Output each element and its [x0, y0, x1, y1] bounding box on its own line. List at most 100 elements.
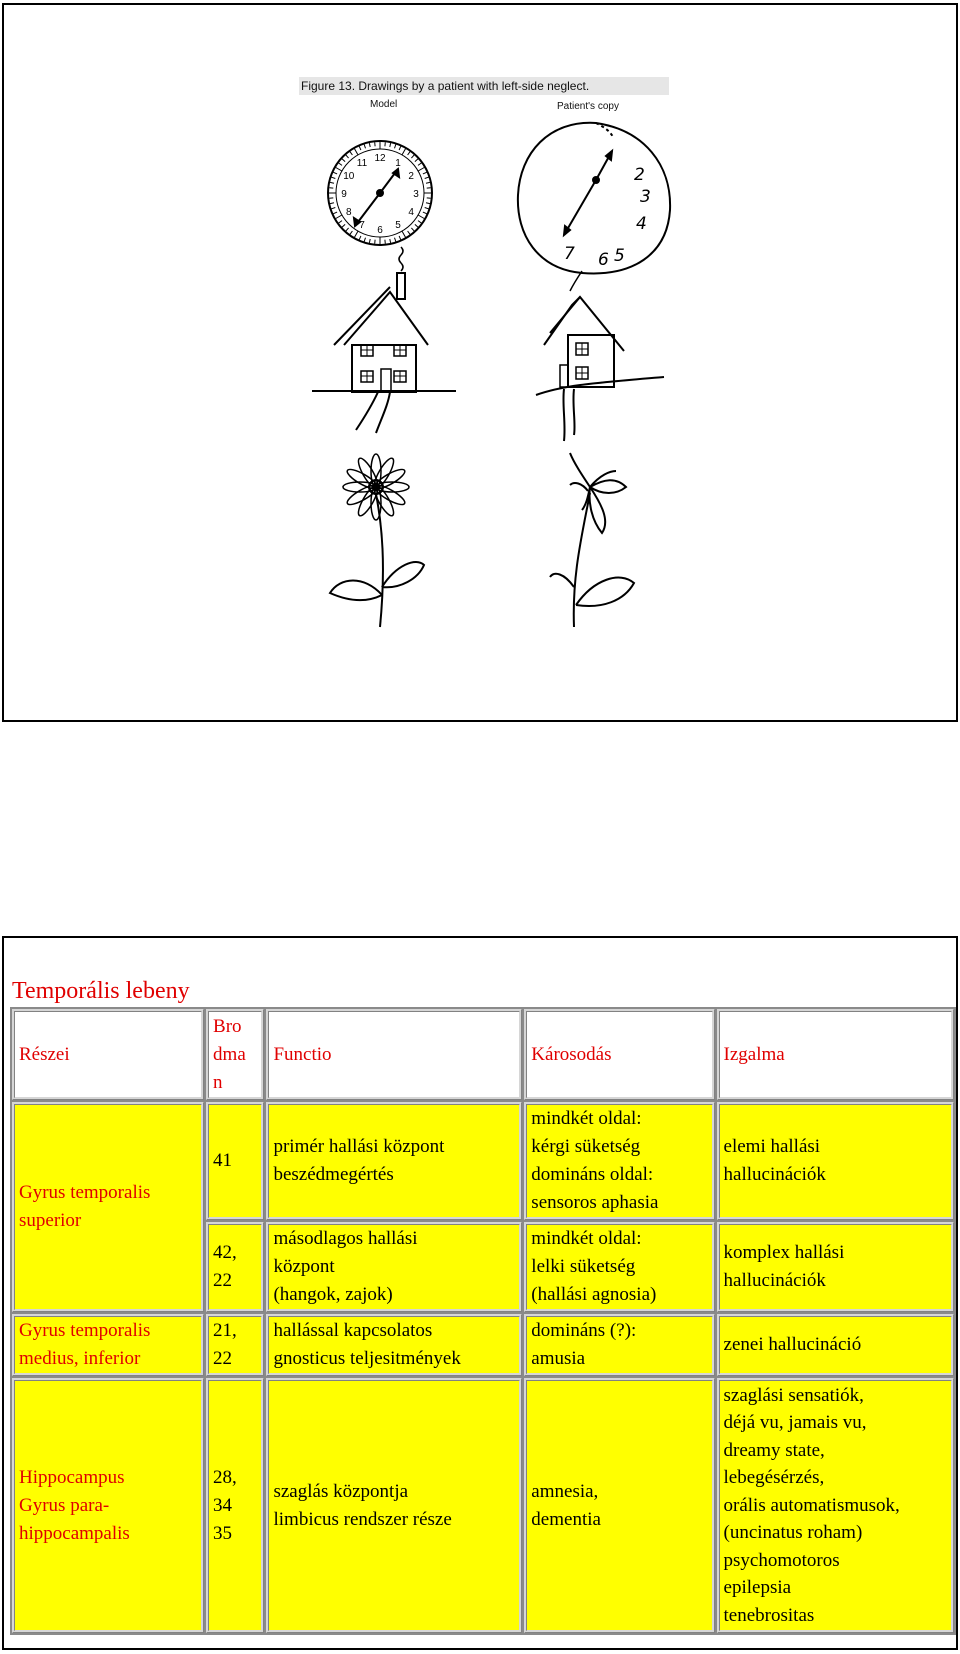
damage-cell: domináns (?): amusia	[524, 1314, 715, 1376]
clock-tick	[341, 224, 346, 228]
clock-tick	[333, 171, 338, 175]
clock-tick	[358, 146, 362, 151]
copy-num-7: 7	[564, 244, 575, 264]
clock-number: 6	[377, 225, 383, 236]
model-flower	[328, 453, 426, 628]
clock-tick	[422, 171, 427, 175]
brodmann-cell: 21, 22	[206, 1314, 265, 1376]
damage-cell: mindkét oldal: kérgi süketség domináns o…	[524, 1102, 715, 1220]
clock-tick	[345, 227, 349, 232]
clock-tick	[389, 238, 392, 244]
clock-tick	[349, 151, 353, 156]
clock-tick	[422, 211, 427, 215]
header-brodmann: Bro dma n	[206, 1009, 265, 1100]
irritation-cell: elemi hallási hallucinációk	[716, 1102, 954, 1220]
function-cell: hallással kapcsolatos gnosticus teljesit…	[266, 1314, 523, 1376]
clock-tick	[417, 162, 422, 166]
clock-tick	[363, 144, 366, 149]
clock-tick	[349, 230, 353, 235]
figure-caption: Figure 13. Drawings by a patient with le…	[299, 77, 669, 95]
copy-num-5: 5	[614, 246, 625, 266]
clock-tick	[331, 176, 336, 179]
clock-tick	[358, 235, 362, 240]
brodmann-cell: 28, 34 35	[206, 1378, 265, 1633]
clock-tick	[425, 202, 431, 205]
table-slide: Temporális lebeny Részei Bro dma n Funct…	[2, 936, 958, 1650]
clock-tick	[338, 220, 343, 224]
clock-tick	[329, 181, 335, 184]
header-function: Functio	[266, 1009, 523, 1100]
damage-cell: amnesia, dementia	[524, 1378, 715, 1633]
clock-tick	[335, 167, 343, 172]
function-cell: másodlagos hallási központ (hangok, zajo…	[266, 1222, 523, 1312]
copy-num-6: 6	[598, 250, 609, 270]
patient-flower	[549, 452, 636, 628]
clock-number: 4	[408, 207, 414, 218]
part-cell: Gyrus temporalis superior	[12, 1102, 205, 1312]
clock-tick	[424, 176, 429, 179]
brodmann-cell: 41	[206, 1102, 265, 1220]
clock-tick	[368, 238, 371, 244]
clock-tick	[341, 158, 346, 162]
clock-tick	[331, 207, 336, 210]
table-row: Hippocampus Gyrus para- hippocampalis 28…	[12, 1378, 954, 1633]
clock-number: 5	[395, 220, 401, 231]
clock-tick	[401, 230, 406, 238]
clock-tick	[389, 142, 392, 148]
model-house	[312, 246, 456, 434]
patient-copy-label: Patient's copy	[557, 101, 619, 112]
part-cell: Hippocampus Gyrus para- hippocampalis	[12, 1378, 205, 1633]
header-damage: Károsodás	[524, 1009, 715, 1100]
clock-tick	[401, 148, 406, 156]
irritation-cell: szaglási sensatiók, déjá vu, jamais vu, …	[716, 1378, 954, 1633]
clock-tick	[335, 214, 343, 219]
clock-tick	[417, 220, 422, 224]
clock-tick	[354, 230, 359, 238]
flower-petal	[346, 484, 378, 506]
function-cell: primér hallási központ beszédmegértés	[266, 1102, 523, 1220]
irritation-cell: komplex hallási hallucinációk	[716, 1222, 954, 1312]
clock-tick	[363, 237, 366, 242]
clock-tick	[411, 154, 415, 159]
clock-tick	[398, 146, 402, 151]
clock-number: 3	[413, 189, 419, 200]
clock-tick	[338, 162, 343, 166]
clock-number: 1	[395, 158, 401, 169]
clock-tick	[394, 144, 397, 149]
figure-slide: Figure 13. Drawings by a patient with le…	[2, 3, 958, 722]
copy-num-4: 4	[636, 214, 647, 234]
clock-number: 10	[343, 171, 355, 182]
page-title: Temporális lebeny	[12, 978, 190, 1004]
header-irritation: Izgalma	[716, 1009, 954, 1100]
patient-clock: 2 3 4 5 6 7	[516, 121, 672, 275]
irritation-cell: zenei hallucináció	[716, 1314, 954, 1376]
clock-tick	[354, 148, 359, 156]
clock-tick	[411, 227, 415, 232]
clock-tick	[394, 237, 397, 242]
clock-tick	[329, 202, 335, 205]
header-parts: Részei	[12, 1009, 205, 1100]
clock-tick	[368, 142, 371, 148]
clock-tick	[425, 181, 431, 184]
clock-number: 8	[346, 207, 352, 218]
part-cell: Gyrus temporalis medius, inferior	[12, 1314, 205, 1376]
clock-tick	[345, 154, 349, 159]
copy-num-2: 2	[634, 165, 645, 185]
clock-tick	[414, 224, 419, 228]
clock-number: 11	[357, 158, 368, 169]
table-row: 42, 22 másodlagos hallási központ (hango…	[12, 1222, 954, 1312]
clock-tick	[333, 211, 338, 215]
clock-number: 9	[341, 189, 347, 200]
clock-tick	[417, 167, 425, 172]
clock-number: 7	[359, 220, 365, 231]
clock-tick	[424, 207, 429, 210]
clock-tick	[407, 230, 411, 235]
brodmann-cell: 42, 22	[206, 1222, 265, 1312]
clock-tick	[398, 235, 402, 240]
clock-tick	[417, 214, 425, 219]
flower-petal	[357, 457, 379, 489]
temporal-lobe-table: Részei Bro dma n Functio Károsodás Izgal…	[10, 1007, 956, 1635]
clock-tick	[414, 158, 419, 162]
